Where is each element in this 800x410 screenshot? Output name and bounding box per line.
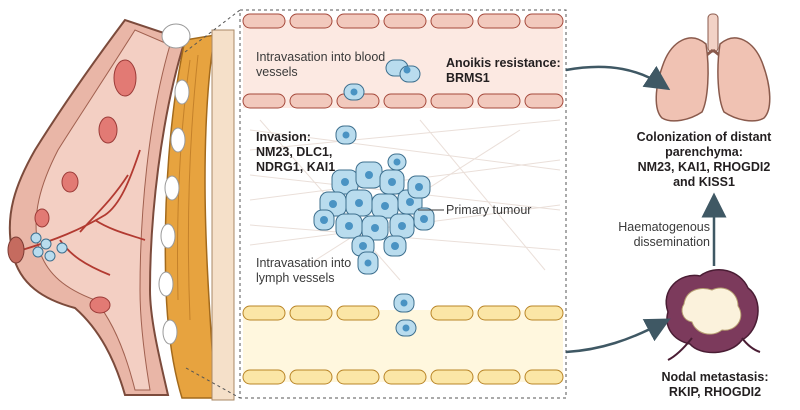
label-intravasation-lymph: Intravasation into lymph vessels bbox=[256, 256, 352, 285]
label-primary-tumour: Primary tumour bbox=[446, 203, 532, 217]
left-lung bbox=[655, 37, 709, 122]
breast-illustration bbox=[7, 18, 235, 401]
primary-tumour-cluster bbox=[313, 59, 435, 337]
lymph-vessel bbox=[242, 305, 564, 385]
label-colonization-1: Colonization of distant bbox=[636, 130, 772, 144]
lymph-node-illustration bbox=[665, 269, 761, 361]
label-nodal-metastasis: Nodal metastasis: RKIP, RHOGDI2 bbox=[640, 370, 790, 400]
label-colonization: Colonization of distant parenchyma: NM23… bbox=[610, 130, 798, 190]
label-colonization-3: NM23, KAI1, RHOGDI2 bbox=[637, 160, 771, 174]
arrow-lymph-to-node bbox=[565, 318, 671, 354]
label-invasion: Invasion: NM23, DLC1, NDRG1, KAI1 bbox=[256, 130, 335, 175]
breast-gland-tissue bbox=[35, 29, 171, 391]
label-anoikis-title: Anoikis resistance: bbox=[446, 56, 561, 70]
label-haematogenous-2: dissemination bbox=[633, 235, 710, 249]
detail-panel bbox=[239, 9, 567, 399]
label-haematogenous: Haematogenous dissemination bbox=[606, 220, 710, 250]
label-anoikis: Anoikis resistance: BRMS1 bbox=[446, 56, 561, 86]
lungs-illustration bbox=[655, 13, 771, 122]
label-anoikis-gene: BRMS1 bbox=[446, 71, 490, 85]
label-haematogenous-1: Haematogenous bbox=[618, 220, 710, 234]
label-invasion-genes-1: NM23, DLC1, bbox=[256, 145, 333, 159]
right-lung bbox=[717, 37, 771, 122]
label-intravasation-blood: Intravasation into blood vessels bbox=[256, 50, 386, 79]
label-nodal-genes: RKIP, RHOGDI2 bbox=[668, 385, 762, 399]
label-colonization-4: and KISS1 bbox=[673, 175, 735, 189]
label-colonization-2: parenchyma: bbox=[665, 145, 743, 159]
label-invasion-genes-2: NDRG1, KAI1 bbox=[256, 160, 336, 174]
label-nodal-title: Nodal metastasis: bbox=[661, 370, 769, 384]
arrow-blood-to-lungs bbox=[565, 65, 671, 91]
label-invasion-title: Invasion: bbox=[256, 130, 311, 144]
